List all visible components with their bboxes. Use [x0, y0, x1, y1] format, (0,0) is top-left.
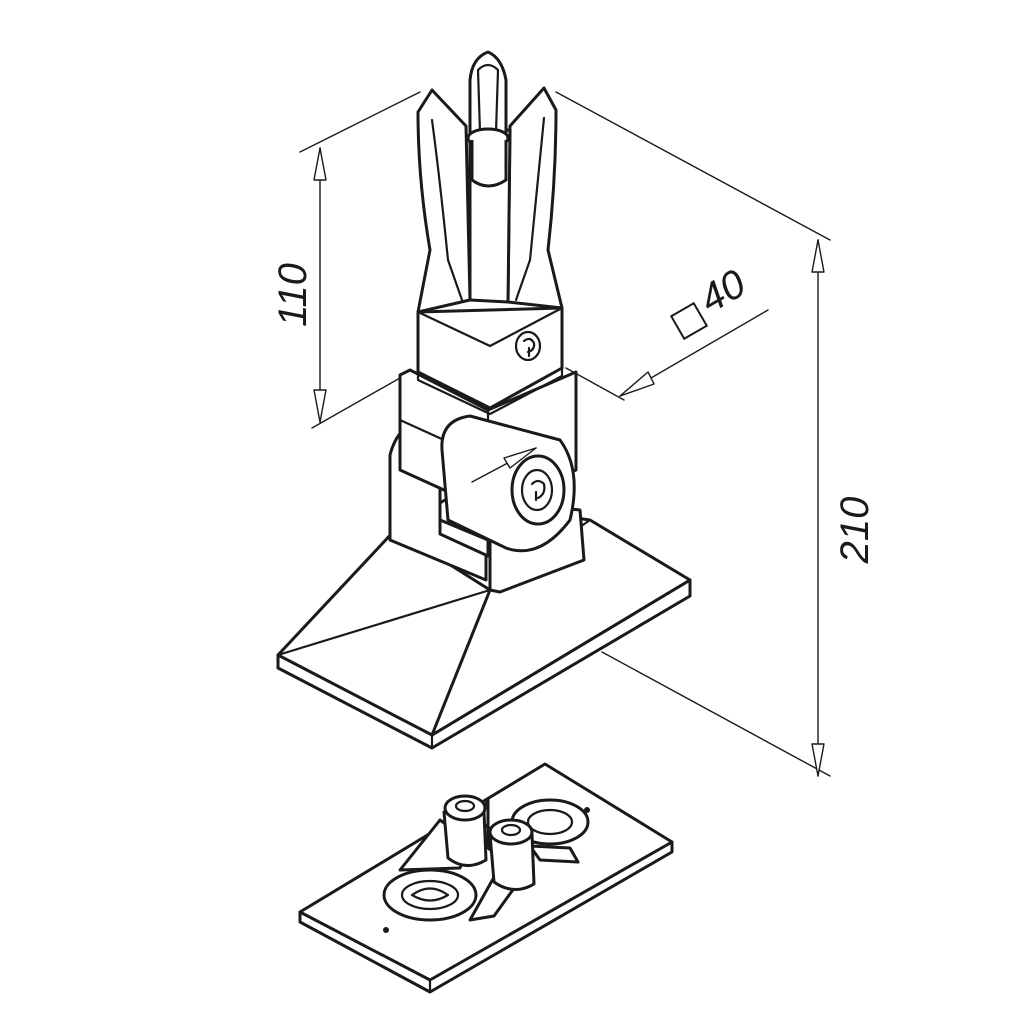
- square-icon: [669, 301, 709, 341]
- dimension-110: 110: [271, 91, 421, 429]
- slot-washer-left: [382, 868, 478, 922]
- anchor-bracket-right: [468, 818, 580, 922]
- base-plate-assembly: [298, 762, 674, 994]
- dimension-40: 40: [565, 261, 769, 401]
- dimension-110-label: 110: [271, 263, 315, 327]
- dimension-40-label: 40: [693, 261, 754, 321]
- dimension-210: 210: [555, 91, 877, 777]
- hinge-block: [388, 368, 586, 594]
- pivot-leader: [471, 447, 537, 483]
- dimension-210-label: 210: [833, 497, 877, 565]
- tube-holder: [416, 50, 564, 416]
- hole-dot: [383, 927, 389, 933]
